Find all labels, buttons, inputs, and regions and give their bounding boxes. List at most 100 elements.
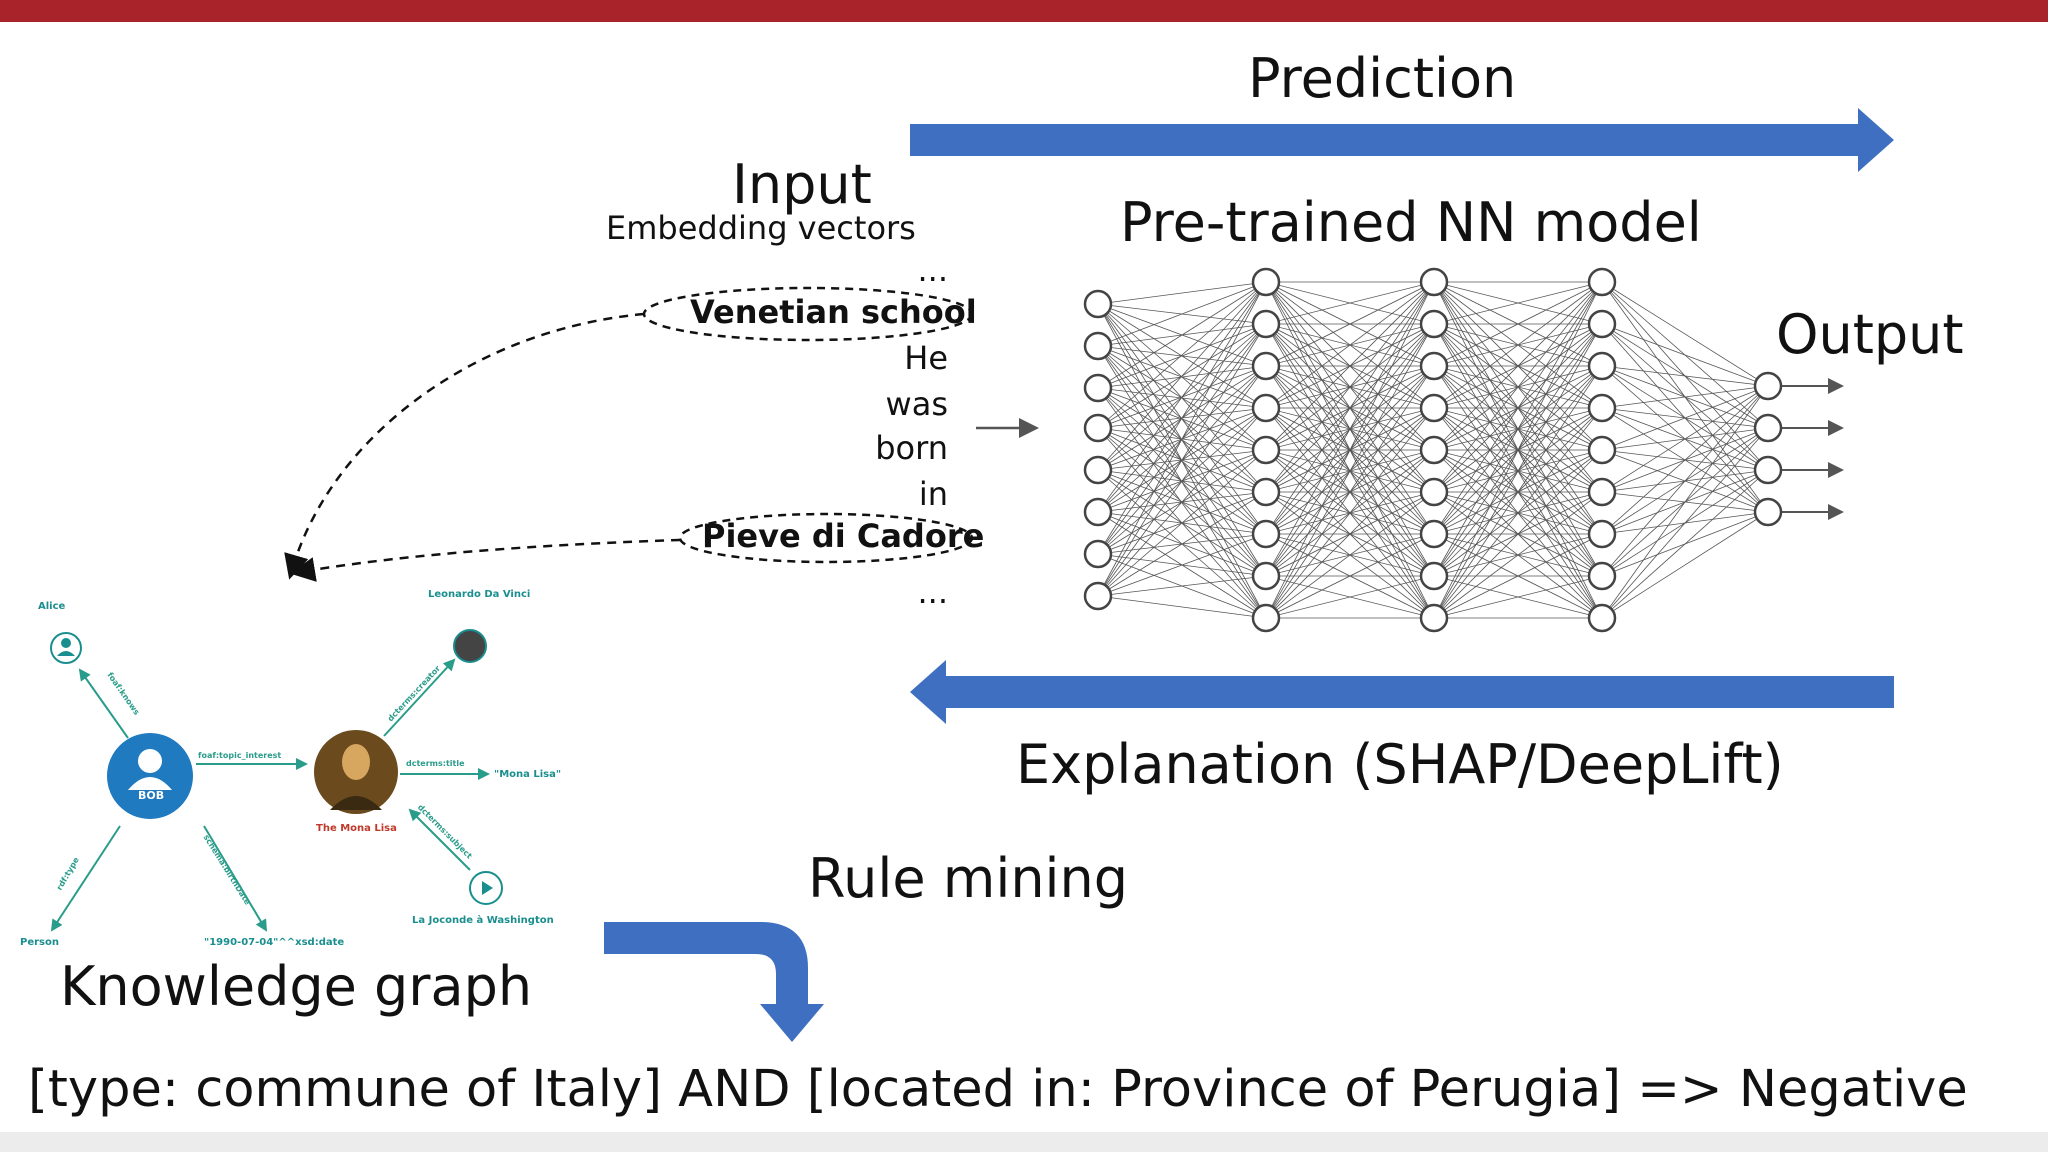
nn-connection <box>1265 281 1435 325</box>
nn-neuron <box>1083 413 1113 443</box>
nn-neuron <box>1419 519 1449 549</box>
nn-connection <box>1433 407 1603 619</box>
nn-connection <box>1601 385 1769 451</box>
nn-connection <box>1265 491 1435 619</box>
nn-neuron <box>1587 351 1617 381</box>
model-title: Pre-trained NN model <box>1120 191 1702 254</box>
explanation-arrow <box>910 660 1894 724</box>
nn-neuron <box>1251 477 1281 507</box>
nn-neuron <box>1753 455 1783 485</box>
nn-connection <box>1097 365 1267 597</box>
nn-neuron <box>1083 373 1113 403</box>
nn-connection <box>1601 469 1769 619</box>
rule-mining-arrow <box>604 922 824 1042</box>
nn-connection <box>1433 365 1603 619</box>
bob-node <box>107 733 193 819</box>
nn-neuron <box>1753 497 1783 527</box>
nn-neuron <box>1251 519 1281 549</box>
nn-connection <box>1265 449 1435 619</box>
input-token-in: in <box>918 475 948 513</box>
nn-connection <box>1601 365 1769 387</box>
nn-connection <box>1433 281 1603 619</box>
nn-connection <box>1097 491 1267 597</box>
input-token-ellipsis-bottom: ... <box>917 573 948 611</box>
kg-mona-literal-label: "Mona Lisa" <box>494 769 562 780</box>
nn-connection <box>1601 385 1769 409</box>
nn-neuron <box>1251 309 1281 339</box>
nn-connection <box>1265 323 1435 619</box>
nn-connection <box>1265 281 1435 409</box>
nn-neuron <box>1419 393 1449 423</box>
nn-neuron <box>1083 581 1113 611</box>
nn-neuron <box>1419 351 1449 381</box>
output-label: Output <box>1776 303 1964 366</box>
nn-connection <box>1097 595 1267 619</box>
leonardo-node <box>453 629 487 663</box>
nn-connection <box>1601 427 1769 619</box>
nn-connection <box>1097 281 1267 389</box>
explanation-label: Explanation (SHAP/DeepLift) <box>1016 733 1784 796</box>
nn-neuron <box>1083 455 1113 485</box>
kg-edges <box>50 658 490 932</box>
kg-alice-label: Alice <box>38 601 66 612</box>
nn-connection <box>1601 385 1769 619</box>
kg-washington-label: La Joconde à Washington <box>412 915 554 926</box>
nn-neuron <box>1587 435 1617 465</box>
nn-connection <box>1097 281 1267 513</box>
nn-connection <box>1265 281 1435 451</box>
nn-connection <box>1097 281 1267 555</box>
link-venetian-to-kg <box>284 312 645 580</box>
kg-leonardo-label: Leonardo Da Vinci <box>428 589 531 600</box>
nn-connection <box>1433 281 1603 325</box>
input-token-he: He <box>904 339 948 377</box>
nn-connection <box>1265 365 1435 619</box>
nn-neuron <box>1419 309 1449 339</box>
nn-neuron <box>1251 435 1281 465</box>
nn-connection <box>1433 281 1603 493</box>
nn-neuron <box>1251 351 1281 381</box>
nn-neuron <box>1083 331 1113 361</box>
nn-neuron <box>1587 519 1617 549</box>
prediction-label: Prediction <box>1248 47 1517 110</box>
kg-person-label: Person <box>20 937 59 948</box>
mined-rule: [type: commune of Italy] AND [located in… <box>28 1060 1968 1119</box>
nn-neuron <box>1419 267 1449 297</box>
nn-neuron <box>1587 561 1617 591</box>
nn-connection <box>1433 281 1603 367</box>
nn-neuron <box>1753 371 1783 401</box>
nn-neuron <box>1587 393 1617 423</box>
nn-connection <box>1097 281 1267 471</box>
nn-neuron <box>1419 561 1449 591</box>
nn-connection <box>1097 365 1267 389</box>
pieve-ellipse <box>678 512 974 564</box>
nn-neuron <box>1587 477 1617 507</box>
nn-neuron <box>1083 497 1113 527</box>
input-title: Input <box>732 153 872 216</box>
nn-connection <box>1433 533 1603 619</box>
nn-neuron <box>1753 413 1783 443</box>
nn-connection <box>1097 323 1267 597</box>
prediction-arrow <box>910 108 1894 172</box>
nn-connection <box>1097 407 1267 597</box>
kg-mona-lisa-label: The Mona Lisa <box>316 823 397 834</box>
nn-neuron <box>1419 435 1449 465</box>
rule-mining-label: Rule mining <box>808 847 1129 910</box>
nn-connection <box>1265 575 1435 619</box>
nn-connection <box>1265 281 1435 619</box>
nn-neuron <box>1587 267 1617 297</box>
kg-edge-interest: foaf:topic_interest <box>198 751 282 760</box>
embedding-subtitle: Embedding vectors <box>606 209 916 247</box>
nn-connection <box>1601 385 1769 493</box>
input-token-ellipsis-top: ... <box>917 251 948 289</box>
nn-connection <box>1601 281 1769 387</box>
nn-connection <box>1433 323 1603 619</box>
nn-connection <box>1433 281 1603 577</box>
nn-neuron <box>1419 477 1449 507</box>
nn-connection <box>1601 323 1769 387</box>
nn-connection <box>1265 281 1435 535</box>
nn-connection <box>1097 533 1267 597</box>
nn-connection <box>1097 281 1267 429</box>
input-token-was: was <box>885 385 948 423</box>
neural-network <box>1083 267 1844 633</box>
